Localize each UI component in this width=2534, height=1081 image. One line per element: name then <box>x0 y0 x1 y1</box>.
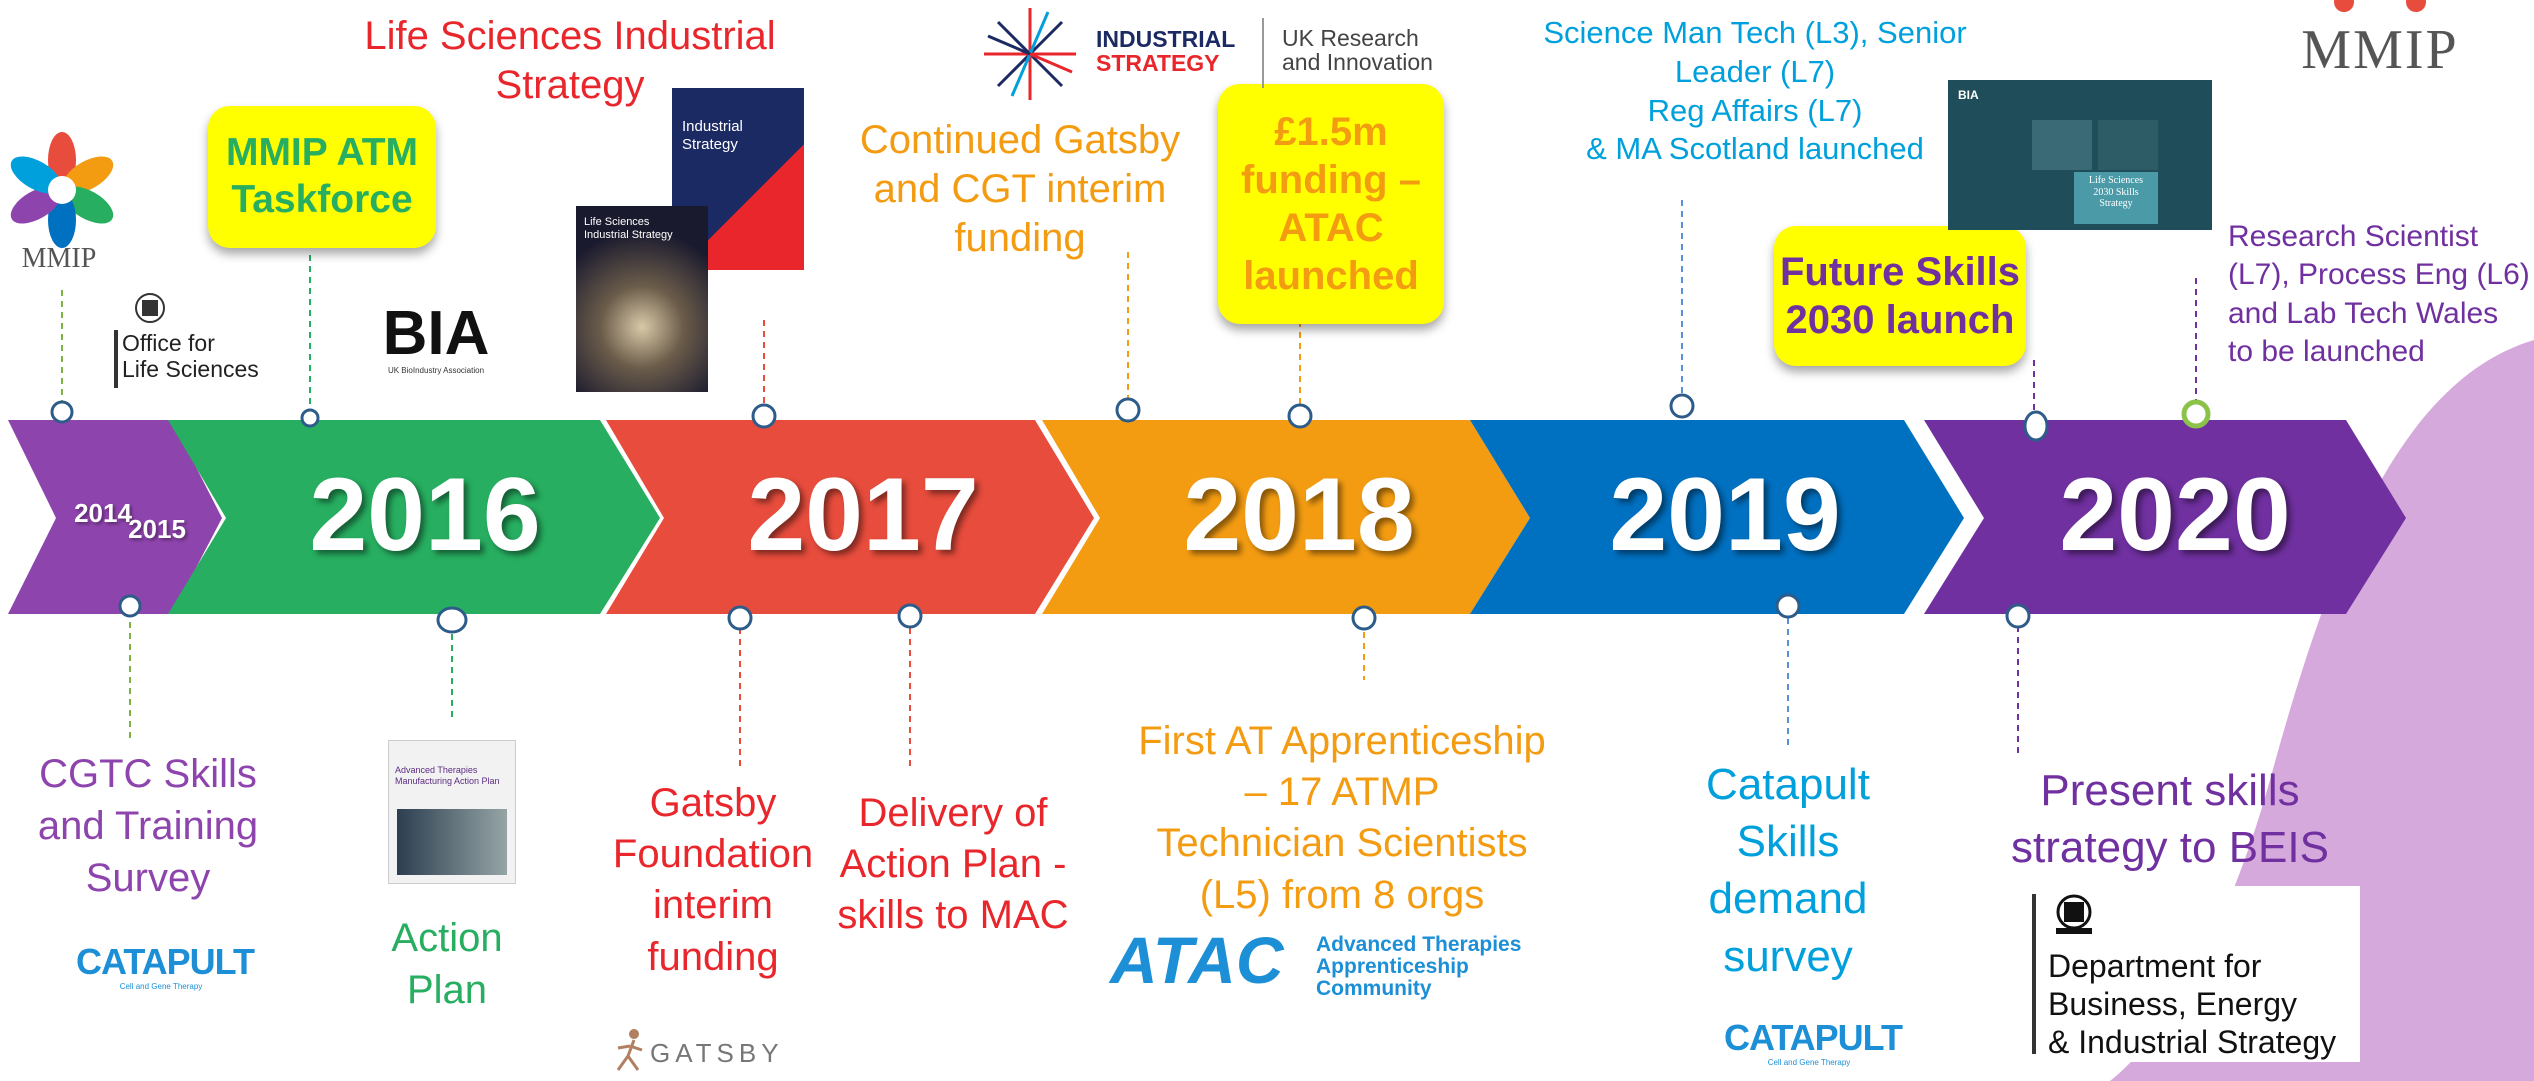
fs-cover-bia: BIA <box>1958 88 1979 102</box>
beis-logo: Department for Business, Energy & Indust… <box>2026 886 2360 1062</box>
mmip-logo-top-text: MMIP <box>2301 19 2459 81</box>
marker-first-appr <box>1351 605 1377 631</box>
fs-cover-title: Life Sciences 2030 Skills Strategy <box>2088 175 2144 209</box>
event-delivery-action-plan: Delivery of Action Plan - skills to MAC <box>837 791 1069 938</box>
industrial-text: INDUSTRIAL <box>1096 26 1236 52</box>
divider <box>1262 18 1264 88</box>
mmip-top-icon <box>2334 0 2426 12</box>
fs-tile-1 <box>2032 120 2092 170</box>
year-label-2015: 2015 <box>128 514 186 544</box>
atac-logo: ATAC Advanced Therapies Apprenticeship C… <box>1110 923 1580 1000</box>
marker-cgtc <box>118 594 142 618</box>
ukri-text: UK Research and Innovation <box>1282 25 1433 76</box>
event-gatsby-foundation: Gatsby Foundation interim funding <box>612 781 814 979</box>
runner-icon <box>616 1029 643 1071</box>
bia-text: BIA <box>382 299 490 368</box>
starburst-icon <box>984 8 1076 100</box>
strategy-text: STRATEGY <box>1096 50 1220 76</box>
arrow-2015 <box>88 420 222 614</box>
catapult-sub-1: Cell and Gene Therapy <box>119 982 203 991</box>
bia-sub: UK BioIndustry Association <box>387 366 485 375</box>
marker-action-plan <box>436 606 468 634</box>
event-cgtc-survey: CGTC Skills and Training Survey <box>37 752 259 900</box>
marker-continued <box>1115 397 1141 423</box>
marker-catapult <box>1775 593 1801 619</box>
future-skills-cover: BIA Life Sciences 2030 Skills Strategy <box>1948 80 2212 230</box>
event-continued-gatsby: Continued Gatsby and CGT interim funding <box>859 118 1181 260</box>
arrow-2019 <box>1470 420 1964 614</box>
year-label-2016: 2016 <box>309 457 541 573</box>
year-label-2019: 2019 <box>1609 457 1841 573</box>
year-label-2017: 2017 <box>747 457 979 573</box>
mmip-logo-small: MMIP <box>4 130 114 280</box>
event-mmip-atm-taskforce: MMIP ATM Taskforce <box>208 106 436 248</box>
marker-ls-strategy <box>751 403 777 429</box>
year-label-2018: 2018 <box>1183 457 1415 573</box>
atac-text: ATAC <box>1110 923 1284 997</box>
atac-sub: Advanced Therapies Apprenticeship Commun… <box>1316 933 1522 1001</box>
beis-crest-icon <box>2056 894 2092 934</box>
arrow-2016 <box>168 420 660 614</box>
mmip-logo-top: MMIP <box>2280 0 2480 81</box>
event-present-strategy: Present skills strategy to BEIS <box>2011 766 2329 873</box>
catapult-text-1: CATAPULT <box>76 941 255 982</box>
fs-tile-2 <box>2098 120 2158 170</box>
crest-icon <box>135 293 165 323</box>
year-label-2014: 2014 <box>74 498 132 528</box>
beis-bar <box>2032 894 2036 1054</box>
marker-delivery <box>897 603 923 629</box>
industrial-strategy-ukri-logo: INDUSTRIAL STRATEGY UK Research and Inno… <box>980 4 1460 104</box>
event-research-scientist: Research Scientist (L7), Process Eng (L6… <box>2228 220 2530 369</box>
marker-mmip <box>50 400 74 424</box>
catapult-sub-2: Cell and Gene Therapy <box>1767 1058 1851 1067</box>
mmip-star-icon <box>10 132 114 248</box>
event-atac-funding: £1.5m funding – ATAC launched <box>1218 84 1444 324</box>
year-label-2020: 2020 <box>2059 457 2291 573</box>
cover-industrial-text: Industrial Strategy <box>682 118 743 154</box>
mmip-logo-small-text: MMIP <box>21 243 97 274</box>
event-action-plan: Action Plan <box>391 916 503 1012</box>
olfs-logo: Office for Life Sciences <box>110 290 280 390</box>
marker-atac <box>1287 403 1313 429</box>
marker-research <box>2181 399 2211 429</box>
cover-lifesci-text: Life Sciences Industrial Strategy <box>584 216 673 242</box>
life-sciences-cover: Life Sciences Industrial Strategy <box>576 206 708 392</box>
catapult-text-2: CATAPULT <box>1724 1017 1903 1058</box>
catapult-logo-2: CATAPULT Cell and Gene Therapy <box>1724 1016 1903 1076</box>
marker-gatsby <box>727 605 753 631</box>
action-plan-photo <box>397 809 507 875</box>
event-science-man-tech: Science Man Tech (L3), Senior Leader (L7… <box>1543 15 1967 167</box>
arrow-2020 <box>1924 420 2406 614</box>
marker-present <box>2005 603 2031 629</box>
event-future-skills: Future Skills 2030 launch <box>1774 226 2026 366</box>
bia-logo: BIA UK BioIndustry Association <box>376 296 496 386</box>
olfs-text: Office for Life Sciences <box>122 330 259 383</box>
arrow-2017 <box>606 420 1094 614</box>
arrow-2018 <box>1042 420 1530 614</box>
marker-science <box>1669 393 1695 419</box>
arrow-2014 <box>8 420 140 614</box>
marker-taskforce <box>300 408 320 428</box>
event-first-apprenticeship: First AT Apprenticeship – 17 ATMP Techni… <box>1138 719 1546 917</box>
action-plan-cover-text: Advanced Therapies Manufacturing Action … <box>395 765 500 786</box>
beis-text: Department for Business, Energy & Indust… <box>2048 948 2337 1060</box>
gatsby-text: GATSBY <box>650 1038 784 1068</box>
marker-future <box>2023 410 2049 442</box>
lavender-shape <box>2110 340 2534 1081</box>
olfs-bar <box>114 330 118 388</box>
fs-title-box <box>2074 172 2158 224</box>
event-life-sciences-strategy: Life Sciences Industrial Strategy <box>364 14 776 107</box>
catapult-logo-1: CATAPULT Cell and Gene Therapy <box>76 940 255 1000</box>
gatsby-logo: GATSBY <box>610 1026 800 1076</box>
action-plan-cover: Advanced Therapies Manufacturing Action … <box>388 740 516 884</box>
event-catapult-survey: Catapult Skills demand survey <box>1706 760 1870 981</box>
